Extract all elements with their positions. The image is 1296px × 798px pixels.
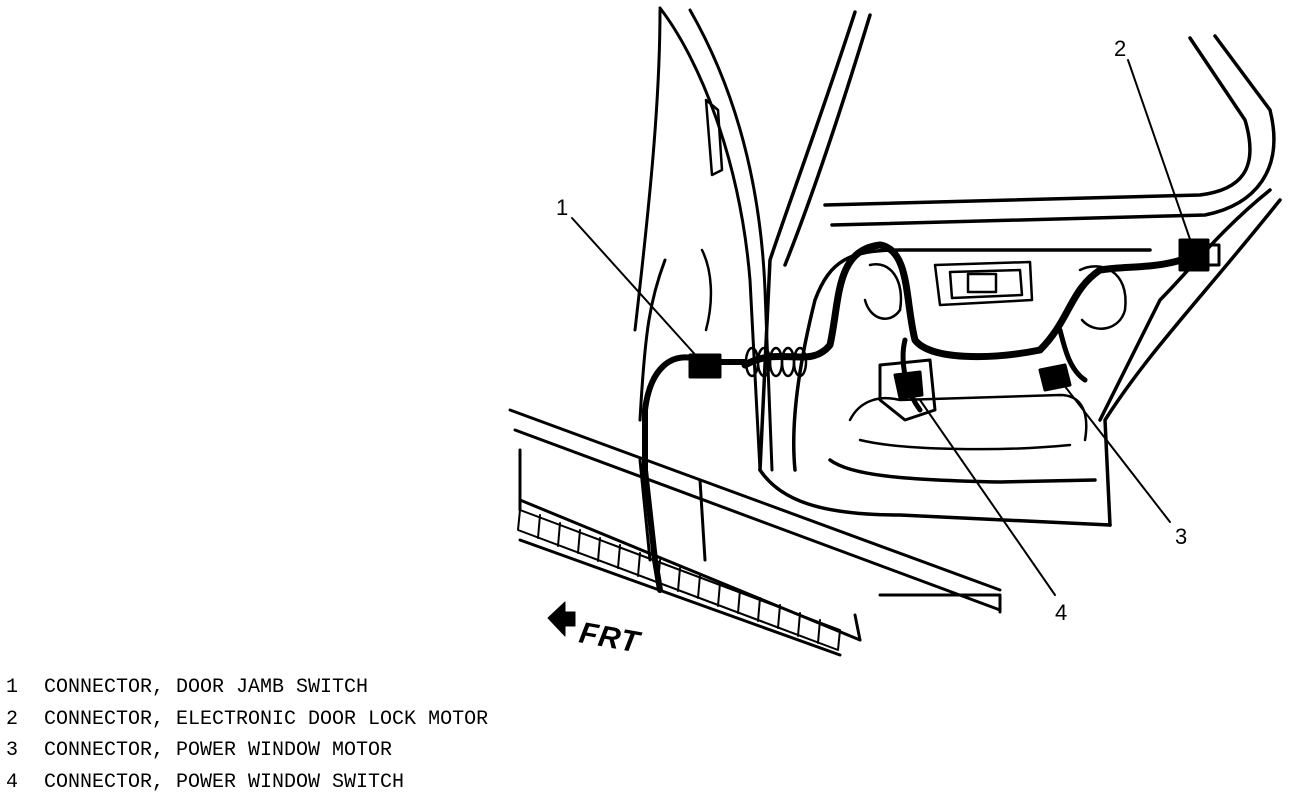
legend-number: 1 bbox=[6, 676, 19, 700]
b-pillar bbox=[633, 6, 774, 472]
connector-door-jamb-switch bbox=[688, 353, 722, 379]
legend: 1 CONNECTOR, DOOR JAMB SWITCH 2 CONNECTO… bbox=[6, 672, 706, 798]
callout-3: 3 bbox=[1175, 524, 1187, 549]
legend-item: 3 CONNECTOR, POWER WINDOW MOTOR bbox=[6, 735, 706, 767]
callout-4: 4 bbox=[1055, 600, 1067, 625]
sill-weatherstrip bbox=[517, 509, 841, 651]
legend-number: 2 bbox=[6, 707, 19, 731]
legend-text: CONNECTOR, ELECTRONIC DOOR LOCK MOTOR bbox=[44, 707, 489, 731]
connector-door-lock-motor bbox=[1178, 238, 1221, 272]
front-direction-label: FRT bbox=[577, 616, 644, 659]
legend-text: CONNECTOR, POWER WINDOW SWITCH bbox=[44, 770, 405, 794]
legend-item: 1 CONNECTOR, DOOR JAMB SWITCH bbox=[6, 672, 706, 704]
legend-text: CONNECTOR, POWER WINDOW MOTOR bbox=[44, 739, 393, 763]
callout-leaders bbox=[571, 59, 1193, 596]
wiring-harness bbox=[642, 241, 1199, 593]
legend-number: 3 bbox=[6, 739, 19, 763]
door-wiring-diagram: 1 2 3 4 FRT bbox=[508, 6, 1282, 660]
harness-conduit bbox=[744, 346, 808, 378]
connector-power-window-switch bbox=[878, 358, 937, 422]
callout-2: 2 bbox=[1114, 36, 1126, 61]
legend-item: 2 CONNECTOR, ELECTRONIC DOOR LOCK MOTOR bbox=[6, 704, 706, 736]
legend-item: 4 CONNECTOR, POWER WINDOW SWITCH bbox=[6, 767, 706, 798]
legend-number: 4 bbox=[6, 770, 19, 794]
callout-1: 1 bbox=[556, 195, 568, 220]
legend-text: CONNECTOR, DOOR JAMB SWITCH bbox=[44, 676, 369, 700]
front-arrow-icon bbox=[547, 601, 576, 637]
